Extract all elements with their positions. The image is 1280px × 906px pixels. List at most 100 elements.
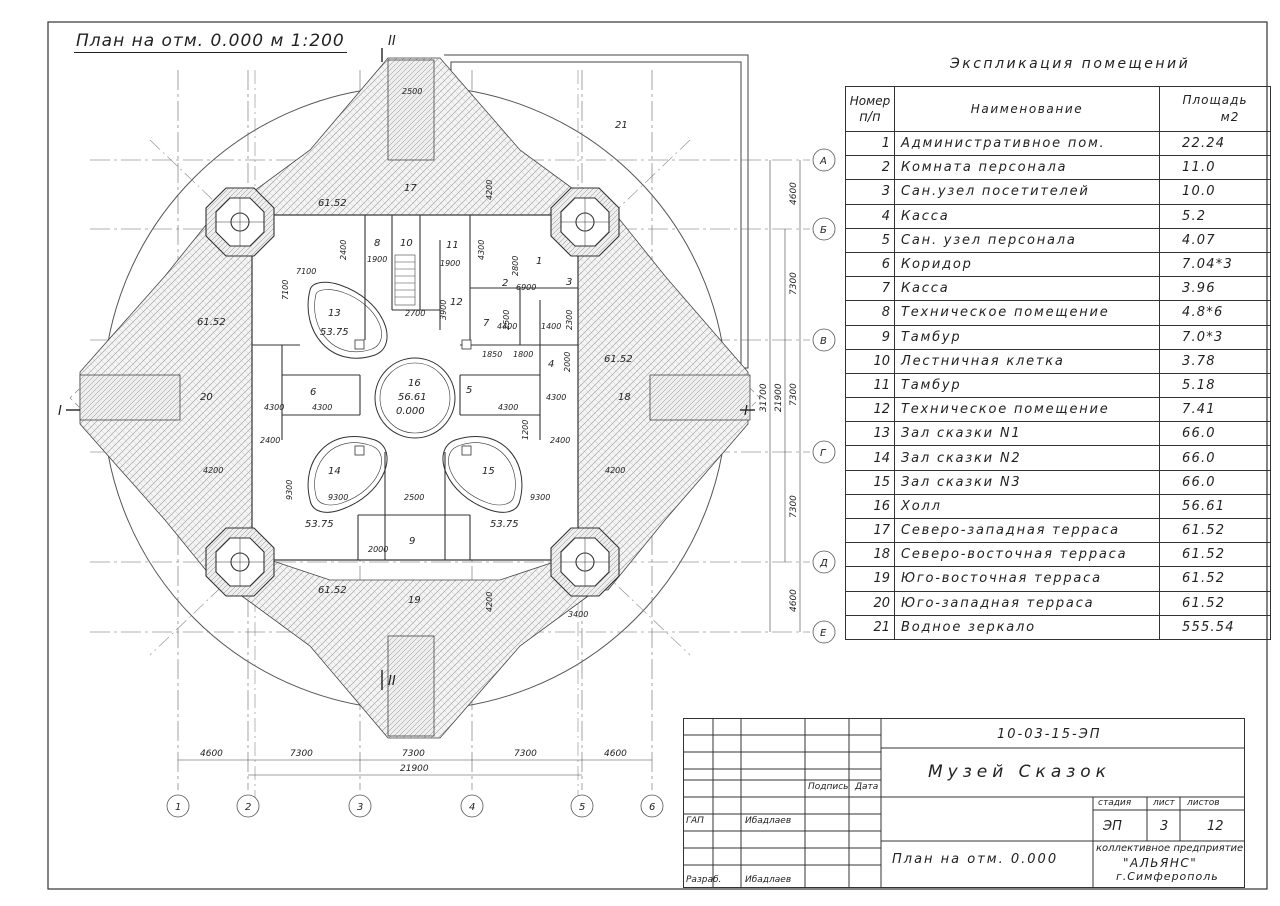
header-area-label: Площадь xyxy=(1182,93,1248,107)
row-area: 61.52 xyxy=(1159,566,1271,592)
sheets-label: листов xyxy=(1187,798,1220,808)
row-number: 6 xyxy=(845,251,895,278)
explication-header-row: Номер п/п Наименование Площадь м2 xyxy=(845,86,1271,132)
col-date: Дата xyxy=(855,782,879,792)
row-number: 8 xyxy=(845,300,895,326)
row-number: 9 xyxy=(845,324,895,350)
row-name: Касса xyxy=(894,276,1160,302)
row-number: 16 xyxy=(845,493,895,520)
row-area: 61.52 xyxy=(1159,542,1271,568)
row-area: 555.54 xyxy=(1159,614,1271,640)
row-name: Коридор xyxy=(894,251,1160,278)
row-bubbles xyxy=(812,148,836,644)
row-area: 61.52 xyxy=(1159,517,1271,544)
row-number: 21 xyxy=(845,614,895,640)
row-area: 7.41 xyxy=(1159,397,1271,423)
sheets-value: 12 xyxy=(1207,819,1224,834)
row-name: Тамбур xyxy=(894,372,1160,399)
header-area: Площадь м2 xyxy=(1159,86,1271,132)
row-name: Техническое помещение xyxy=(894,300,1160,326)
row-number: 19 xyxy=(845,566,895,592)
header-num-line1: Номер xyxy=(849,93,891,108)
row-name: Лестничная клетка xyxy=(894,348,1160,374)
row-name: Комната персонала xyxy=(894,155,1160,181)
header-area-unit: м2 xyxy=(1220,110,1240,124)
row-name: Административное пом. xyxy=(894,130,1160,157)
row-name: Зал сказки N3 xyxy=(894,469,1160,495)
role-developer: Разраб. xyxy=(686,875,722,885)
row-area: 3.96 xyxy=(1159,276,1271,302)
row-number: 18 xyxy=(845,542,895,568)
row-area: 7.04*3 xyxy=(1159,251,1271,278)
row-name: Тамбур xyxy=(894,324,1160,350)
stage-value: ЭП xyxy=(1103,819,1122,834)
row-name: Сан. узел персонала xyxy=(894,227,1160,253)
col-signature: Подпись xyxy=(808,782,849,792)
header-num: Номер п/п xyxy=(845,86,895,132)
row-area: 4.07 xyxy=(1159,227,1271,253)
org-line-1: коллективное предприятие xyxy=(1096,843,1244,854)
row-area: 10.0 xyxy=(1159,179,1271,205)
row-number: 20 xyxy=(845,590,895,616)
row-name: Зал сказки N2 xyxy=(894,445,1160,471)
name-developer: Ибадлаев xyxy=(745,875,792,885)
row-area: 5.18 xyxy=(1159,372,1271,399)
name-gap: Ибадлаев xyxy=(745,816,792,826)
explication-title: Экспликация помещений xyxy=(950,56,1191,72)
sheet-value: 3 xyxy=(1160,819,1169,834)
row-name: Северо-западная терраса xyxy=(894,517,1160,544)
column-bubbles xyxy=(166,794,664,818)
row-name: Касса xyxy=(894,203,1160,229)
row-area: 7.0*3 xyxy=(1159,324,1271,350)
doc-code: 10-03-15-ЭП xyxy=(997,727,1102,742)
section-markers xyxy=(66,48,755,690)
row-number: 17 xyxy=(845,517,895,544)
row-name: Юго-восточная терраса xyxy=(894,566,1160,592)
row-number: 15 xyxy=(845,469,895,495)
plan-title: План на отм. 0.000 м 1:200 xyxy=(74,31,347,53)
row-number: 11 xyxy=(845,372,895,399)
row-number: 1 xyxy=(845,130,895,157)
corner-towers xyxy=(205,187,620,597)
project-name: Музей Сказок xyxy=(928,762,1111,782)
row-name: Северо-восточная терраса xyxy=(894,542,1160,568)
row-area: 56.61 xyxy=(1159,493,1271,520)
row-number: 2 xyxy=(845,155,895,181)
row-name: Водное зеркало xyxy=(894,614,1160,640)
row-name: Зал сказки N1 xyxy=(894,421,1160,447)
row-area: 66.0 xyxy=(1159,469,1271,495)
header-num-line2: п/п xyxy=(859,109,881,125)
row-area: 11.0 xyxy=(1159,155,1271,181)
row-number: 3 xyxy=(845,179,895,205)
row-name: Техническое помещение xyxy=(894,397,1160,423)
row-number: 13 xyxy=(845,421,895,447)
stair xyxy=(394,254,416,306)
row-area: 22.24 xyxy=(1159,130,1271,157)
sheet-label: лист xyxy=(1153,798,1175,808)
row-area: 61.52 xyxy=(1159,590,1271,616)
role-gap: ГАП xyxy=(686,816,704,826)
row-number: 4 xyxy=(845,203,895,229)
org-line-2: "АЛЬЯНС" xyxy=(1123,856,1198,870)
sheet-name: План на отм. 0.000 xyxy=(892,852,1059,867)
row-area: 66.0 xyxy=(1159,421,1271,447)
row-area: 3.78 xyxy=(1159,348,1271,374)
